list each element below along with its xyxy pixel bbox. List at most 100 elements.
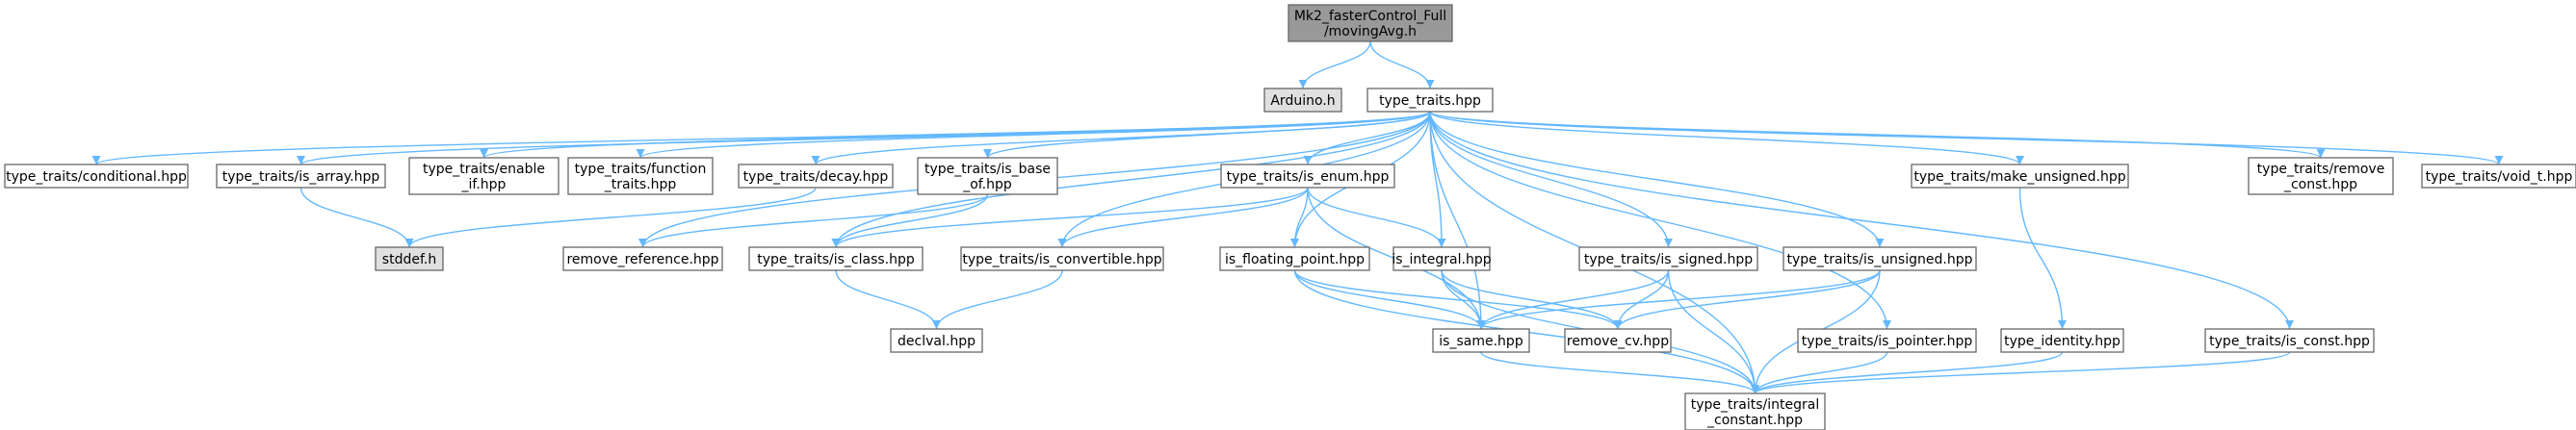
node-remove_reference-box: [562, 246, 723, 271]
edge-is_pointer-to-integral_constant: [1751, 351, 1888, 394]
node-function_traits[interactable]: type_traits/function_traits.hpp: [567, 157, 714, 195]
node-decay-label: type_traits/decay.hpp: [743, 169, 889, 185]
node-remove_reference[interactable]: remove_reference.hpp: [562, 246, 723, 271]
node-type_identity[interactable]: type_identity.hpp: [2000, 328, 2124, 353]
node-is_const[interactable]: type_traits/is_const.hpp: [2204, 328, 2375, 353]
node-make_unsigned-label: type_traits/make_unsigned.hpp: [1913, 169, 2125, 185]
node-is_array-label: type_traits/is_array.hpp: [222, 169, 380, 185]
node-integral_constant[interactable]: type_traits/integral_constant.hpp: [1684, 392, 1826, 430]
node-is_unsigned[interactable]: type_traits/is_unsigned.hpp: [1782, 246, 1977, 271]
node-enable_if[interactable]: type_traits/enable_if.hpp: [408, 157, 559, 195]
edge-type_traits-to-is_class: [831, 111, 1431, 248]
node-is_signed-label: type_traits/is_signed.hpp: [1584, 252, 1753, 267]
node-conditional-box: [4, 164, 189, 189]
node-stddef[interactable]: stddef.h: [375, 246, 444, 271]
edge-is_enum-to-is_convertible: [1057, 187, 1309, 248]
node-is_integral-label: is_integral.hpp: [1392, 252, 1491, 267]
edge-is_base_of-to-is_class: [831, 193, 989, 248]
edge-decay-to-stddef: [404, 187, 817, 248]
node-decay[interactable]: type_traits/decay.hpp: [738, 164, 894, 189]
node-is_enum[interactable]: type_traits/is_enum.hpp: [1220, 164, 1395, 189]
node-void_t-label: type_traits/void_t.hpp: [2426, 169, 2573, 185]
node-is_enum-label: type_traits/is_enum.hpp: [1227, 169, 1390, 185]
edge-type_traits-to-is_base_of: [983, 111, 1431, 159]
node-is_same-box: [1432, 328, 1530, 353]
node-is_integral-box: [1392, 246, 1491, 271]
node-is_base_of-label: _of.hpp: [962, 177, 1012, 192]
node-is_unsigned-box: [1782, 246, 1977, 271]
node-remove_const-label: _const.hpp: [2283, 177, 2357, 192]
edge-is_class-to-declval: [835, 269, 941, 330]
node-is_convertible[interactable]: type_traits/is_convertible.hpp: [960, 246, 1164, 271]
node-root-box: [1288, 4, 1453, 42]
edge-is_base_of-to-remove_reference: [638, 193, 989, 248]
edge-is_floating_point-to-remove_cv: [1293, 269, 1623, 330]
node-conditional[interactable]: type_traits/conditional.hpp: [4, 164, 189, 189]
node-is_const-label: type_traits/is_const.hpp: [2209, 334, 2370, 349]
node-is_base_of-label: type_traits/is_base: [924, 162, 1051, 177]
node-make_unsigned[interactable]: type_traits/make_unsigned.hpp: [1911, 164, 2129, 189]
node-is_integral[interactable]: is_integral.hpp: [1392, 246, 1492, 271]
edge-type_traits-to-is_const: [1429, 111, 2294, 330]
edge-type_traits-to-make_unsigned: [1429, 111, 2024, 165]
node-is_pointer[interactable]: type_traits/is_pointer.hpp: [1797, 328, 1977, 353]
node-decay-box: [738, 164, 894, 189]
node-void_t[interactable]: type_traits/void_t.hpp: [2421, 164, 2576, 189]
node-is_same-label: is_same.hpp: [1439, 334, 1523, 349]
edge-is_signed-to-integral_constant: [1667, 269, 1759, 394]
edge-is_convertible-to-declval: [932, 269, 1063, 330]
edge-type_traits-to-function_traits: [636, 111, 1431, 159]
node-function_traits-label: type_traits/function: [575, 162, 707, 177]
node-stddef-label: stddef.h: [382, 252, 436, 267]
node-is_pointer-label: type_traits/is_pointer.hpp: [1802, 334, 1973, 349]
edge-is_same-to-integral_constant: [1480, 351, 1759, 394]
edge-type_traits-to-remove_const: [1429, 111, 2326, 159]
node-integral_constant-label: _constant.hpp: [1706, 413, 1803, 428]
node-remove_cv[interactable]: remove_cv.hpp: [1564, 328, 1672, 353]
node-type_traits-label: type_traits.hpp: [1379, 93, 1481, 109]
node-is_unsigned-label: type_traits/is_unsigned.hpp: [1787, 252, 1973, 267]
node-function_traits-label: _traits.hpp: [604, 177, 677, 192]
node-remove_const[interactable]: type_traits/remove_const.hpp: [2248, 157, 2394, 195]
edge-is_const-to-integral_constant: [1751, 351, 2291, 394]
node-remove_cv-label: remove_cv.hpp: [1567, 334, 1669, 349]
node-is_convertible-box: [960, 246, 1164, 271]
node-is_base_of-box: [917, 157, 1058, 195]
node-arduino[interactable]: Arduino.h: [1263, 88, 1342, 113]
node-conditional-label: type_traits/conditional.hpp: [6, 169, 187, 185]
node-is_base_of[interactable]: type_traits/is_base_of.hpp: [917, 157, 1058, 195]
edge-root-to-arduino: [1298, 40, 1371, 89]
edge-type_traits-to-is_unsigned: [1429, 111, 1885, 248]
node-function_traits-box: [567, 157, 714, 195]
node-make_unsigned-box: [1911, 164, 2129, 189]
node-enable_if-label: _if.hpp: [461, 177, 507, 192]
node-declval-box: [890, 328, 983, 353]
edge-is_integral-to-remove_cv: [1441, 269, 1623, 330]
node-is_array[interactable]: type_traits/is_array.hpp: [216, 164, 386, 189]
edge-is_unsigned-to-remove_cv: [1613, 269, 1881, 330]
edge-type_traits-to-is_same: [1429, 111, 1486, 330]
node-remove_const-box: [2248, 157, 2394, 195]
node-is_const-box: [2204, 328, 2375, 353]
node-enable_if-label: type_traits/enable: [423, 162, 545, 177]
edge-make_unsigned-to-type_identity: [2018, 187, 2067, 330]
edge-is_signed-to-is_same: [1476, 269, 1670, 330]
node-root[interactable]: Mk2_fasterControl_Full/movingAvg.h: [1288, 4, 1453, 42]
node-void_t-box: [2421, 164, 2576, 189]
node-declval[interactable]: declval.hpp: [890, 328, 983, 353]
node-is_enum-box: [1220, 164, 1395, 189]
node-is_signed-box: [1578, 246, 1758, 271]
node-type_traits[interactable]: type_traits.hpp: [1366, 88, 1494, 113]
node-is_floating_point[interactable]: is_floating_point.hpp: [1219, 246, 1370, 271]
node-is_convertible-label: type_traits/is_convertible.hpp: [962, 252, 1161, 267]
node-is_class[interactable]: type_traits/is_class.hpp: [748, 246, 924, 271]
node-enable_if-box: [408, 157, 559, 195]
edge-is_array-to-stddef: [299, 187, 414, 248]
node-is_same[interactable]: is_same.hpp: [1432, 328, 1530, 353]
node-is_signed[interactable]: type_traits/is_signed.hpp: [1578, 246, 1758, 271]
node-arduino-box: [1263, 88, 1342, 113]
edge-type_traits-to-is_pointer: [1429, 111, 1891, 330]
edge-root-to-type_traits: [1369, 40, 1435, 89]
node-integral_constant-box: [1684, 392, 1826, 430]
